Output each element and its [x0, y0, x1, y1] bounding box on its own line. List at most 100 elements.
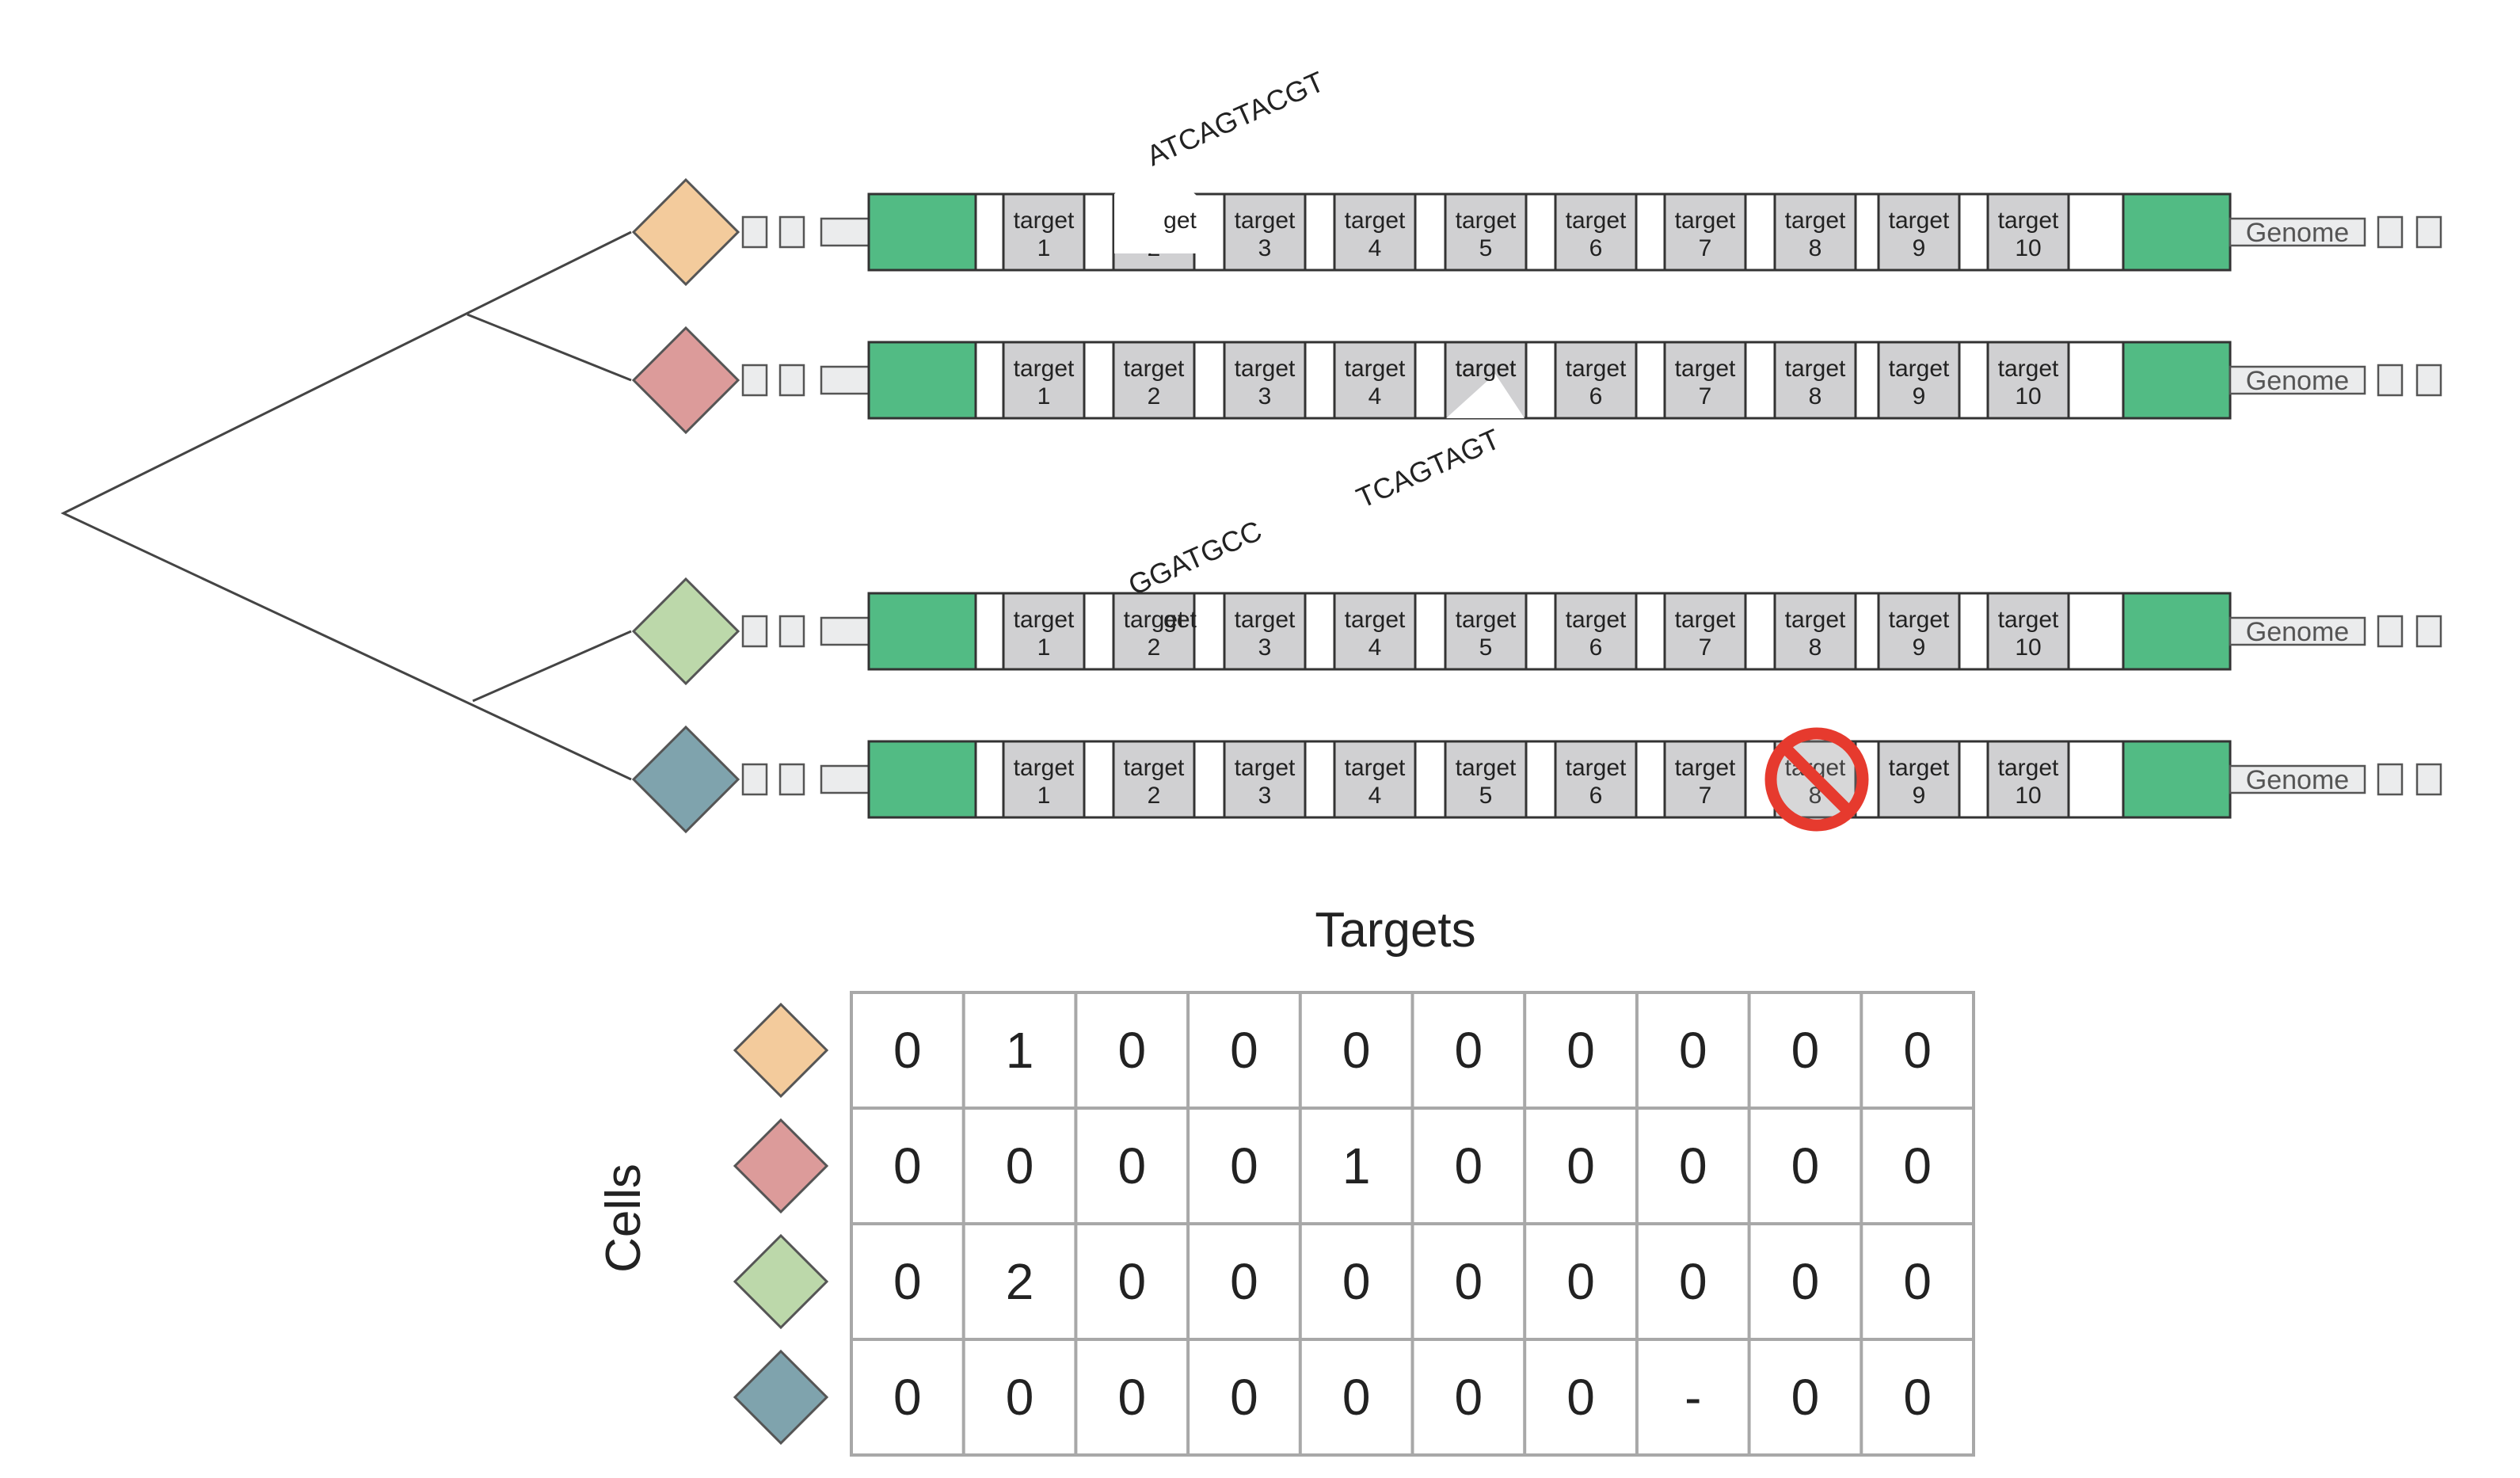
- matrix-cell-value: 1: [1006, 1022, 1034, 1079]
- matrix-cell-value: 0: [1117, 1369, 1146, 1426]
- target-number: 4: [1368, 235, 1382, 261]
- cassette-end-left: [867, 192, 977, 272]
- matrix-cell-value: 0: [1006, 1369, 1034, 1426]
- target-site: [1333, 341, 1417, 420]
- matrix-cell-value: 0: [1455, 1022, 1483, 1079]
- matrix-cell-value: 0: [893, 1022, 922, 1079]
- target-site: [1002, 192, 1086, 272]
- target-site: [1663, 740, 1747, 819]
- genome-block-left: [778, 763, 805, 796]
- target-label: target: [1124, 356, 1185, 382]
- matrix-cell-value: 2: [1006, 1253, 1034, 1310]
- target-site: [1554, 740, 1638, 819]
- cassette-end-left: [867, 740, 977, 819]
- genome-segment-right: [2229, 764, 2366, 794]
- matrix-cell-value: 0: [1566, 1369, 1595, 1426]
- barcode-row: target1target2target3target4target5targe…: [631, 577, 2442, 686]
- target-label: target: [1566, 208, 1627, 234]
- target-label: target: [1235, 208, 1296, 234]
- target-label: target: [1014, 208, 1075, 234]
- target-site: [1333, 192, 1417, 272]
- cassette-end-right: [2122, 592, 2232, 671]
- target-label: target: [1785, 208, 1846, 234]
- target-label: target: [1675, 356, 1736, 382]
- genome-block-right: [2377, 763, 2404, 796]
- no-symbol-slash: [1780, 743, 1853, 816]
- target-number: 3: [1258, 383, 1272, 409]
- tree-outer-branches: [60, 230, 632, 781]
- target-site: [1773, 592, 1857, 671]
- target-label: target: [1998, 607, 2059, 633]
- target-site: [1554, 192, 1638, 272]
- genome-block-left: [778, 364, 805, 397]
- target-label: target: [1456, 755, 1517, 781]
- genome-segment-right: [2229, 217, 2366, 247]
- target-number: 3: [1258, 634, 1272, 661]
- matrix-cell-value: 0: [1455, 1369, 1483, 1426]
- target-number: 4: [1368, 634, 1382, 661]
- cell-diamond-icon: [631, 577, 740, 686]
- matrix-cell-value: 0: [1791, 1137, 1820, 1194]
- target-number: 9: [1913, 383, 1926, 409]
- target-label: target: [1566, 607, 1627, 633]
- matrix-row-label: Cells: [596, 1164, 651, 1273]
- target-label: target: [1235, 356, 1296, 382]
- target-site: [1663, 192, 1747, 272]
- target-number: 1: [1037, 383, 1051, 409]
- cassette-end-left: [867, 592, 977, 671]
- target-label: target: [1014, 356, 1075, 382]
- target-site: [1773, 192, 1857, 272]
- target-label: target: [1124, 607, 1185, 633]
- target-label: target: [1889, 607, 1950, 633]
- insertion-flag: [1114, 539, 1204, 590]
- genome-block-right: [2415, 215, 2442, 249]
- target-label: target: [1345, 607, 1406, 633]
- genome-label: Genome: [2246, 765, 2349, 795]
- target-number: 5: [1479, 235, 1493, 261]
- target-label: target: [1235, 607, 1296, 633]
- target-label: target: [1566, 755, 1627, 781]
- target-number: 7: [1699, 235, 1712, 261]
- target-label: target: [1014, 755, 1075, 781]
- no-symbol-icon: [1764, 727, 1869, 832]
- target-number: 9: [1913, 783, 1926, 809]
- target-number: 6: [1589, 383, 1603, 409]
- matrix-cell-value: 0: [893, 1369, 922, 1426]
- target-number: 9: [1913, 634, 1926, 661]
- target-site: [1112, 592, 1196, 671]
- matrix-cell-value: 0: [1230, 1137, 1258, 1194]
- cell-diamond-icon: [733, 1118, 829, 1214]
- matrix-cell-value: 0: [1903, 1022, 1932, 1079]
- barcode-row: target1target2target3target4target5targe…: [631, 326, 2442, 435]
- genome-label: Genome: [2246, 218, 2349, 248]
- matrix-cell-value: 0: [1791, 1253, 1820, 1310]
- insertion-flag: [1446, 374, 1525, 418]
- target-site: [1223, 592, 1307, 671]
- barcode-rows: target1target2target3target4target5targe…: [631, 65, 2442, 834]
- target-label: target: [1456, 208, 1517, 234]
- target-number: 1: [1037, 235, 1051, 261]
- cell-diamond-icon: [733, 1233, 829, 1330]
- target-site: [1002, 740, 1086, 819]
- target-number: 2: [1148, 783, 1161, 809]
- target-label: target: [1998, 356, 2059, 382]
- target-site: [1112, 341, 1196, 420]
- cassette-end-right: [2122, 740, 2232, 819]
- matrix-cell-value: 0: [1455, 1137, 1483, 1194]
- genome-segment-right: [2229, 616, 2366, 646]
- target-site: [1877, 740, 1961, 819]
- matrix-cell-value: 0: [1679, 1253, 1707, 1310]
- genome-block-left: [741, 364, 768, 397]
- target-number: 8: [1809, 383, 1822, 409]
- genome-block-left: [778, 215, 805, 249]
- genome-segment-left: [820, 217, 870, 247]
- cassette-end-right: [2122, 341, 2232, 420]
- target-number: 8: [1809, 634, 1822, 661]
- target-site: [1112, 740, 1196, 819]
- matrix-cell-value: 0: [1117, 1137, 1146, 1194]
- matrix-cell-value: 0: [1342, 1369, 1371, 1426]
- genome-block-right: [2377, 215, 2404, 249]
- cell-diamond-icon: [631, 725, 740, 834]
- target-label: target: [1566, 356, 1627, 382]
- matrix-cell-value: 0: [1679, 1137, 1707, 1194]
